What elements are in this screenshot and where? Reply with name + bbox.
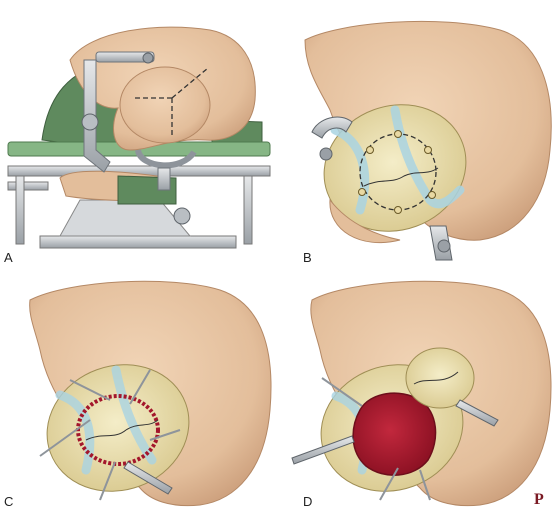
clamp-knob-icon	[81, 113, 99, 131]
panel-b: B	[303, 20, 552, 265]
panel-d: D P	[291, 280, 552, 509]
clamp-joint-icon	[173, 207, 191, 225]
table-leg-left	[15, 175, 25, 245]
clamp-pin-b2-icon	[437, 239, 451, 253]
clamp-post	[157, 167, 171, 191]
panel-label-a: A	[4, 250, 13, 265]
instruments-c	[39, 369, 181, 501]
incision-lines	[135, 67, 209, 138]
dissector-tool-d	[455, 399, 499, 427]
publisher-logo: P	[534, 491, 544, 508]
scalp-flap-b	[329, 198, 401, 244]
burr-holes	[358, 130, 436, 214]
table-leg-right	[243, 175, 253, 245]
bone-flap	[405, 347, 475, 409]
retractor-d	[291, 435, 355, 465]
panel-label-b: B	[303, 250, 312, 265]
suture-line-c	[85, 419, 159, 441]
table-base	[39, 235, 237, 249]
exposed-dura	[352, 392, 437, 476]
bone-flap-suture	[413, 371, 459, 385]
head-frame-base	[59, 199, 192, 237]
clamp-pin-icon	[142, 52, 154, 64]
skull-clamp-top	[95, 51, 155, 63]
dural-opening-outline-c	[76, 394, 160, 466]
panel-c: C	[4, 280, 272, 509]
panel-a: A	[4, 26, 271, 265]
panel-label-d: D	[303, 494, 312, 509]
vessel-lines-c	[55, 365, 157, 475]
clamp-pin-b-icon	[319, 147, 333, 161]
operating-table-rail	[7, 181, 49, 191]
patient-head-dome	[119, 66, 211, 144]
skull-clamp-b-left	[311, 116, 353, 139]
suture-line-b	[363, 167, 439, 187]
elevator-tool-c	[123, 461, 173, 495]
instruments-d	[321, 377, 431, 501]
panel-label-c: C	[4, 494, 13, 509]
skull-clamp-ring	[135, 149, 197, 169]
